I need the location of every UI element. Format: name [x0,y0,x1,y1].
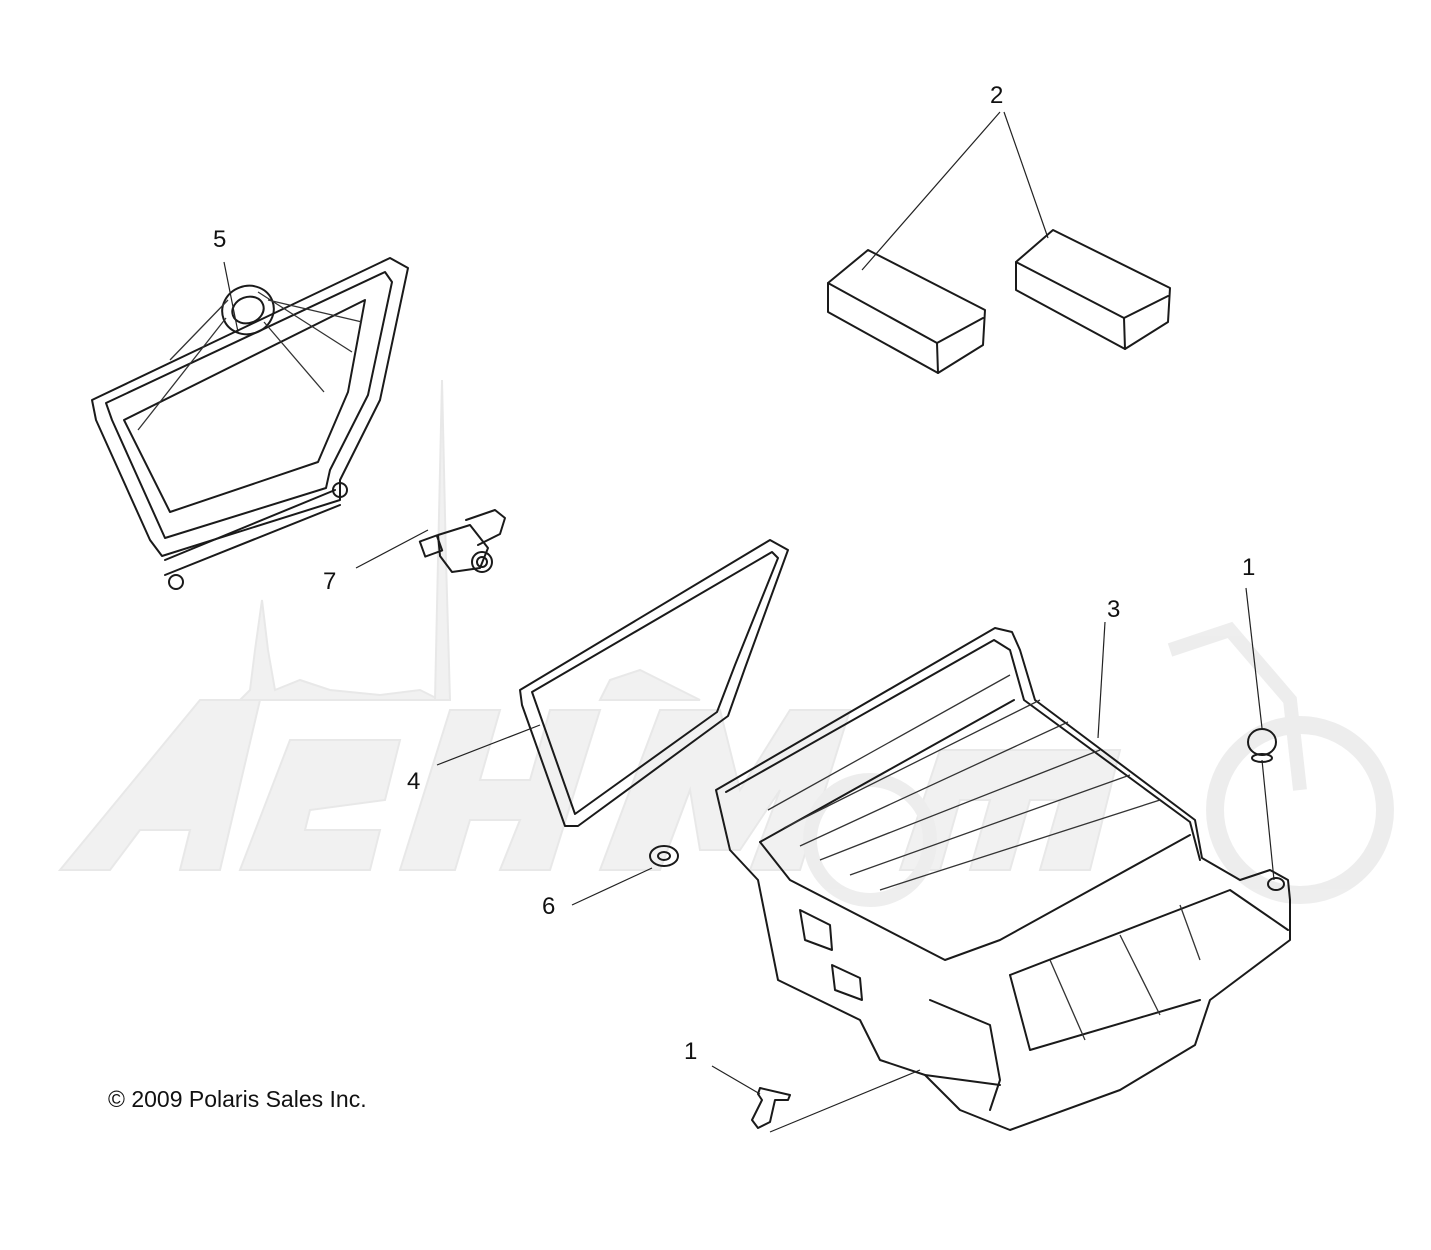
foam-pad-part-2 [827,229,1171,374]
leader-lines [223,111,1275,1133]
aenmoto-watermark-logo [57,379,1394,907]
callout-4: 4 [407,768,421,795]
latch-part-7 [418,509,506,573]
grommet-part-6 [649,845,679,867]
callout-6: 6 [542,893,556,920]
callout-7: 7 [323,568,337,595]
gasket-seal-part-4 [519,539,789,827]
copyright-notice: © 2009 Polaris Sales Inc. [108,1086,367,1112]
push-rivet-part-1-bottom [751,1087,791,1129]
callout-2: 2 [990,82,1004,109]
callout-5: 5 [213,226,227,253]
storage-box-part-3 [715,627,1291,1131]
frame-lid-part-5 [91,257,409,590]
callout-3: 3 [1107,596,1121,623]
callout-1-top: 1 [1242,554,1256,581]
callout-1-bottom: 1 [684,1038,698,1065]
